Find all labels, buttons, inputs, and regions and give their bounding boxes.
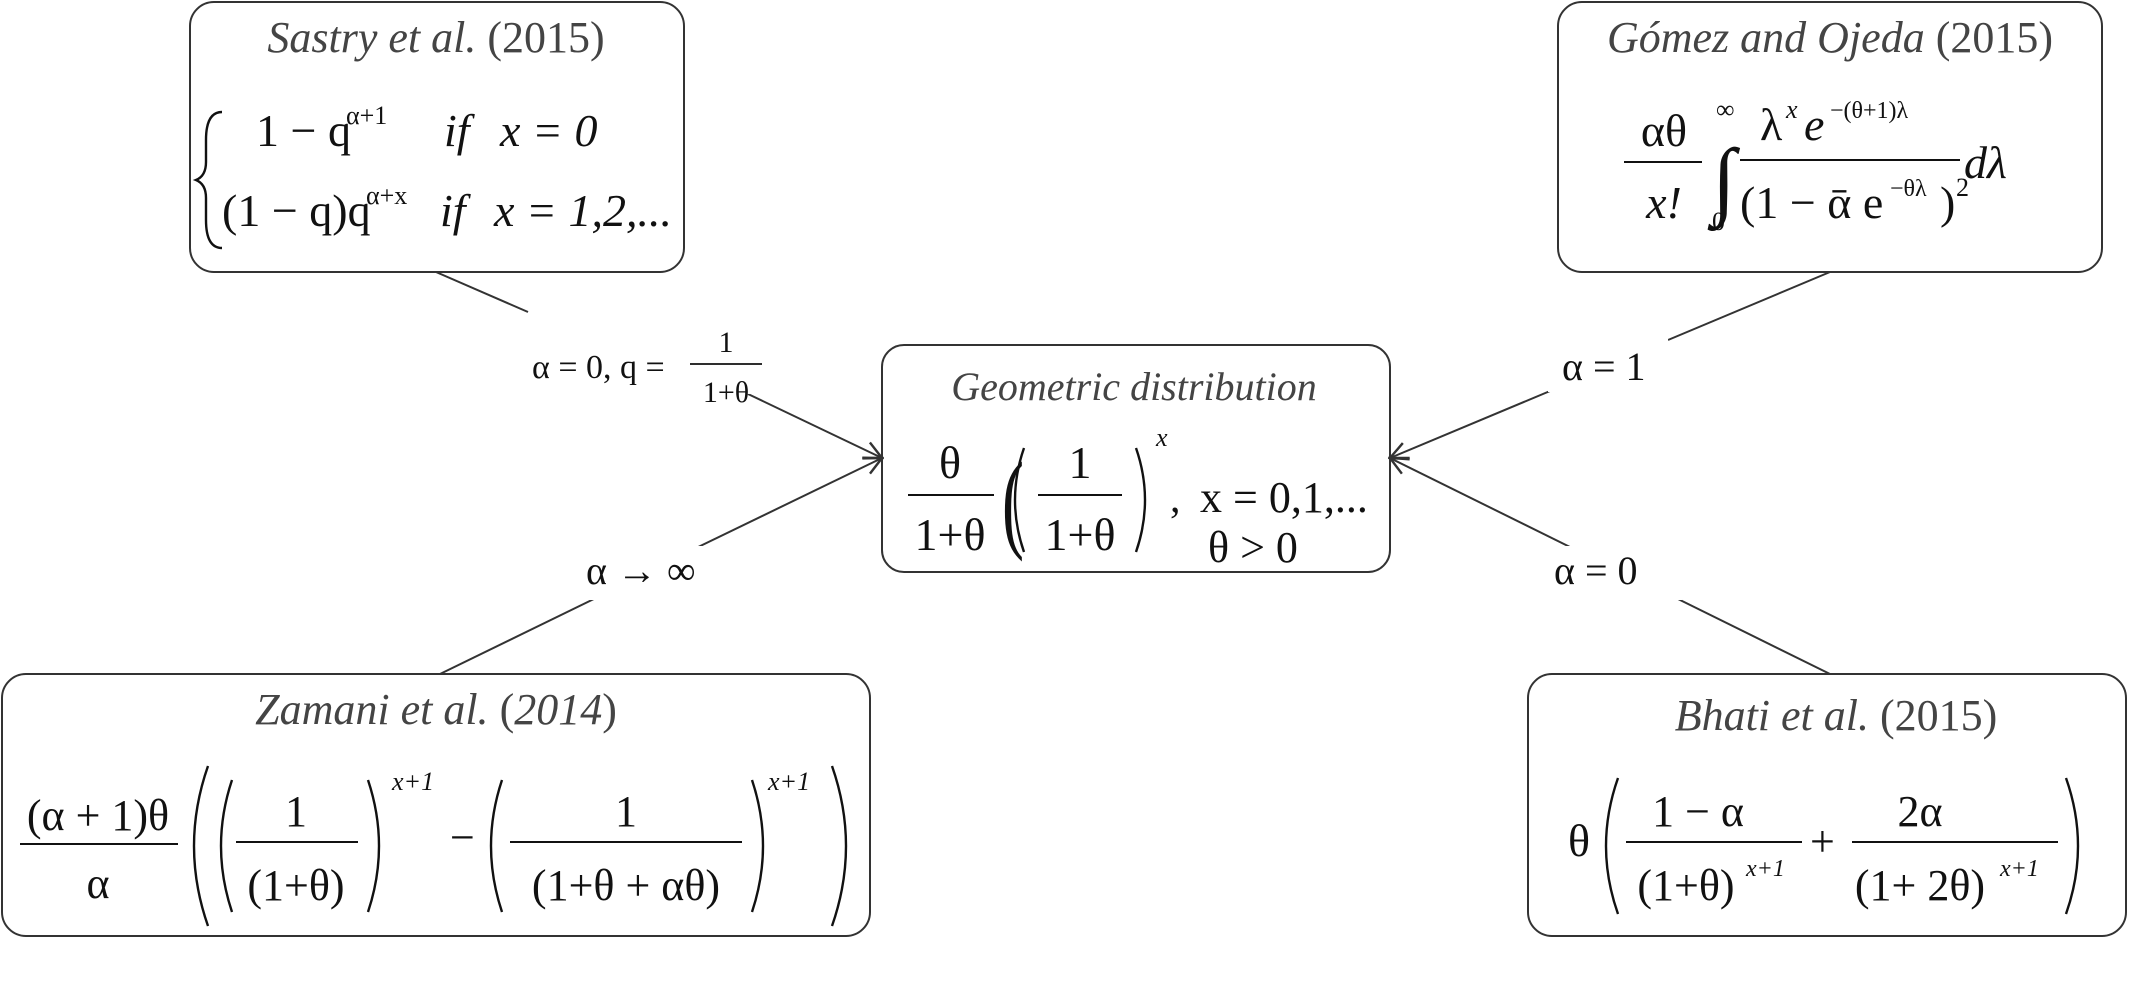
svg-text:α+1: α+1 [346,101,387,130]
gomez-box [1557,1,2103,273]
svg-text:(1+θ): (1+θ) [1637,861,1734,910]
svg-text:−: − [450,813,475,862]
edge-label-sastry: α = 0, q = 1 1+θ [532,326,762,409]
svg-text:α+x: α+x [366,181,407,210]
svg-text:1 − q: 1 − q [256,105,351,156]
edge-sastry-arrow [747,393,882,458]
svg-text:if: if [444,105,476,156]
svg-text:−θλ: −θλ [1890,176,1927,202]
svg-text:(1+ 2θ): (1+ 2θ) [1855,861,1985,910]
svg-text:0: 0 [1712,207,1725,236]
sastry-node: Sastry et al. (2015) 1 − q α+1 if x = 0 … [189,1,685,273]
edge-label-bhati: α = 0 [1554,548,1638,593]
svg-text:1+θ: 1+θ [1045,509,1116,560]
svg-text:x+1: x+1 [1999,856,2039,882]
center-title: Geometric distribution [951,364,1317,409]
center-support: x = 0,1,... [1200,473,1368,522]
svg-text:1: 1 [615,787,637,836]
edge-label-gomez: α = 1 [1562,344,1646,389]
svg-text:1: 1 [719,326,734,359]
svg-text:θ: θ [1568,815,1590,866]
bhati-author: Bhati et al. [1675,691,1869,740]
svg-text:(α + 1)θ: (α + 1)θ [27,791,169,840]
svg-text:x!: x! [1645,177,1682,228]
svg-text:+: + [1810,817,1835,866]
center-constraint: θ > 0 [1208,523,1298,572]
svg-text:x = 0: x = 0 [499,105,597,156]
edge-zamani-arrow [691,458,882,551]
svg-text:−(θ+1)λ: −(θ+1)λ [1830,98,1909,124]
svg-text:(1 − q)q: (1 − q)q [222,185,371,236]
svg-text:1+θ: 1+θ [915,509,986,560]
svg-text:Sastry et al. (2015): Sastry et al. (2015) [267,13,604,62]
svg-text:1: 1 [285,787,307,836]
svg-text:dλ: dλ [1964,137,2007,188]
svg-text:): ) [1940,177,1955,228]
svg-text:(1+θ): (1+θ) [247,861,344,910]
svg-text:x = 1,2,...: x = 1,2,... [493,185,672,236]
svg-text:1: 1 [1069,437,1092,488]
edge-zamani-bottom [439,595,601,675]
svg-text:2α: 2α [1897,787,1942,836]
svg-text:x+1: x+1 [1745,856,1785,882]
edge-bhati-arrow [1390,458,1573,549]
gomez-author: Gómez and Ojeda [1607,13,1925,62]
svg-text:,: , [1170,476,1181,522]
svg-text:if: if [440,185,472,236]
svg-text:Gómez and Ojeda (2015): Gómez and Ojeda (2015) [1607,13,2053,62]
edge-label-zamani: α → ∞ [586,548,695,593]
bhati-box [1527,673,2127,937]
svg-text:θ: θ [939,437,961,488]
center-box [881,344,1391,573]
center-node: Geometric distribution θ 1+θ ( 1 1+θ x ,… [881,344,1391,573]
zamani-node: Zamani et al. (2014) (α + 1)θ α 1 (1+θ) … [1,673,871,937]
svg-text:∫: ∫ [1707,131,1741,232]
edge-bhati-bottom [1675,597,1831,675]
svg-text:Bhati et al. (2015): Bhati et al. (2015) [1675,691,1998,740]
svg-text:x: x [1155,423,1168,452]
svg-text:e: e [1804,99,1824,150]
svg-text:1 − α: 1 − α [1652,787,1744,836]
edge-sastry-top [435,271,529,313]
svg-text:αθ: αθ [1641,105,1687,156]
sastry-box [189,1,685,273]
svg-text:x+1: x+1 [391,767,434,796]
svg-text:x: x [1785,95,1798,124]
zamani-box [1,673,871,937]
svg-text:(1 − ᾱ e: (1 − ᾱ e [1740,177,1883,228]
svg-text:α = 0, q =: α = 0, q = [532,349,665,386]
svg-text:∞: ∞ [1716,95,1735,124]
svg-text:Zamani et al. (2014): Zamani et al. (2014) [255,685,617,734]
svg-text:2: 2 [1956,173,1969,202]
svg-text:1+θ: 1+θ [703,376,749,409]
sastry-author: Sastry et al. [267,13,476,62]
gomez-node: Gómez and Ojeda (2015) αθ x! ∫ ∞ 0 λ x e… [1557,1,2103,273]
svg-text:α: α [86,859,109,908]
svg-text:λ: λ [1760,99,1783,150]
svg-text:(1+θ + αθ): (1+θ + αθ) [532,861,720,910]
bhati-node: Bhati et al. (2015) θ 1 − α (1+θ) x+1 + … [1527,673,2127,937]
svg-text:x+1: x+1 [767,767,810,796]
edge-gomez-top [1667,271,1831,341]
edge-gomez-arrow [1390,385,1563,458]
zamani-author: Zamani et al. [255,685,488,734]
